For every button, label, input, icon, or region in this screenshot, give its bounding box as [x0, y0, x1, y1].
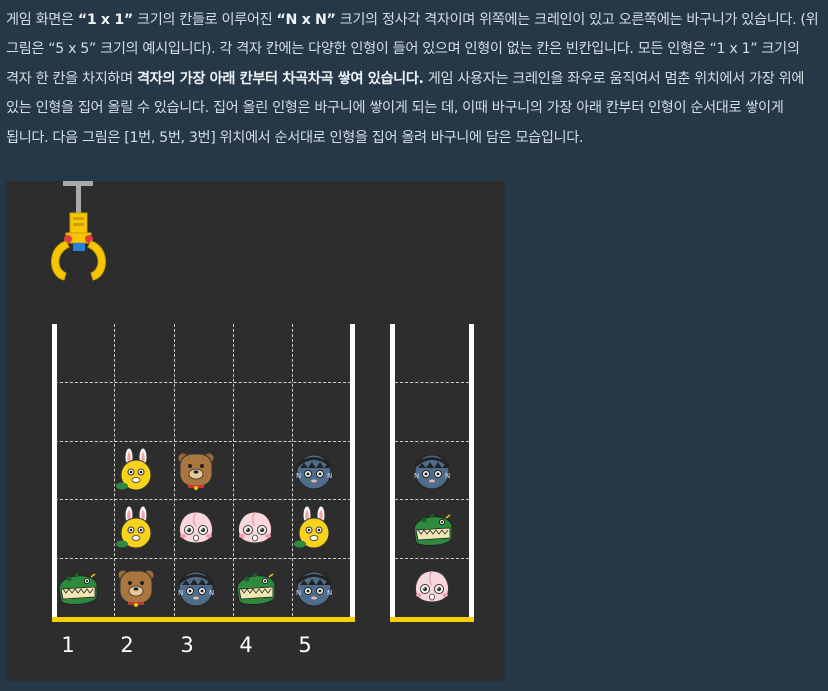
- grid-cell: [292, 331, 336, 375]
- grid-cell: [114, 565, 158, 609]
- croc-doll-icon: [413, 514, 453, 546]
- svg-text:N: N: [209, 589, 214, 597]
- peach-doll-icon: [238, 511, 272, 544]
- grid-cell: [292, 506, 336, 550]
- basket-cell: [410, 506, 454, 550]
- grid-cell: [292, 389, 336, 433]
- peach-doll-icon: [179, 511, 213, 544]
- bear-doll-icon: [117, 569, 155, 607]
- column-number: 4: [239, 633, 253, 657]
- grid-cell: [233, 331, 277, 375]
- column-number: 5: [298, 633, 312, 657]
- basket-cell: [410, 389, 454, 433]
- column-number: 1: [61, 633, 75, 657]
- svg-text:N: N: [414, 472, 419, 480]
- problem-description: 게임 화면은 “1 x 1” 크기의 칸들로 이루어진 “N x N” 크기의 …: [6, 12, 819, 146]
- grid-cell: [55, 389, 99, 433]
- grid-cell: [233, 448, 277, 492]
- rabbit-doll-icon: [116, 506, 152, 549]
- basket-cell: [410, 565, 454, 609]
- svg-text:N: N: [178, 589, 183, 597]
- bear-doll-icon: [177, 452, 215, 490]
- basket-cell: [410, 331, 454, 375]
- svg-text:N: N: [296, 472, 301, 480]
- grid-cell: [233, 565, 277, 609]
- grid-cell: [233, 506, 277, 550]
- grid-cell: [174, 389, 218, 433]
- grid-cell: [55, 448, 99, 492]
- rabbit-doll-icon: [116, 448, 152, 491]
- grid-cell: [55, 565, 99, 609]
- grid-cell: [174, 448, 218, 492]
- grid-cell: [233, 389, 277, 433]
- svg-text:N: N: [327, 472, 332, 480]
- grid-cell: [114, 506, 158, 550]
- rabbit-doll-icon: [294, 506, 330, 549]
- grid-cell: [174, 331, 218, 375]
- crane-icon: [51, 181, 106, 281]
- grid-cell: [114, 389, 158, 433]
- column-number: 3: [180, 633, 194, 657]
- grid-cell: [114, 331, 158, 375]
- column-number: 2: [120, 633, 134, 657]
- grid-cell: [174, 506, 218, 550]
- svg-text:N: N: [445, 472, 450, 480]
- grid-cell: [55, 506, 99, 550]
- grid-cell: [114, 448, 158, 492]
- croc-doll-icon: [236, 573, 276, 605]
- grid-cell: [55, 331, 99, 375]
- svg-text:N: N: [327, 589, 332, 597]
- croc-doll-icon: [58, 573, 98, 605]
- peach-doll-icon: [415, 570, 449, 603]
- svg-text:N: N: [296, 589, 301, 597]
